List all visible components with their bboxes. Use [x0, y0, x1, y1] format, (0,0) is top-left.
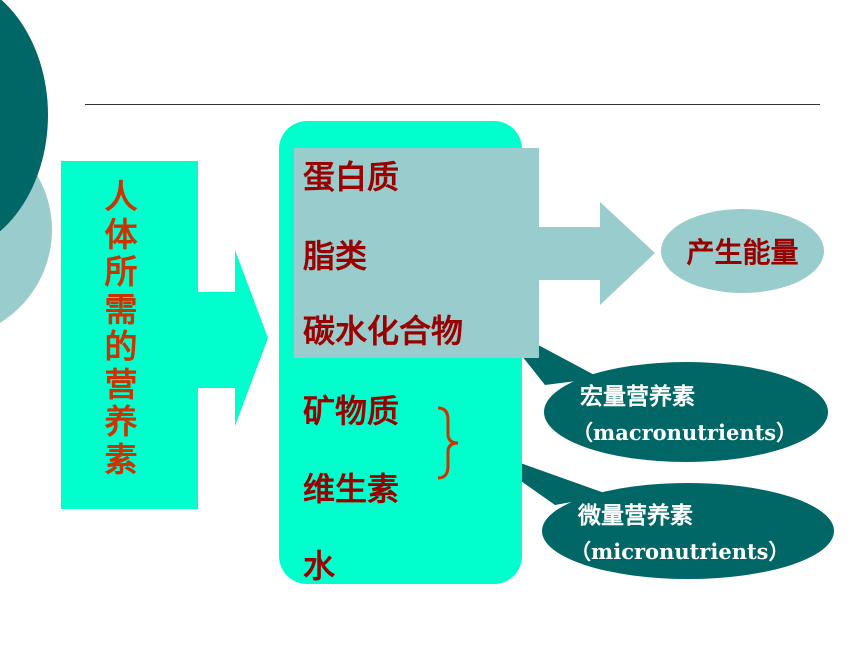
title-char: 人	[104, 177, 138, 216]
energy-nutrient-group	[294, 148, 539, 358]
nutrient-item-lipids: 脂类	[303, 237, 368, 275]
micronutrient-brace	[437, 406, 459, 480]
arrow-to-energy	[538, 202, 655, 305]
title-char: 需	[104, 289, 138, 329]
title-char: 体	[104, 214, 138, 254]
macro-label-cn: 宏量营养素	[580, 384, 695, 410]
title-char: 养	[104, 402, 138, 441]
macro-label-en: （macronutrients）	[572, 420, 798, 445]
title-char: 的	[104, 327, 138, 366]
arrow-to-nutrients	[197, 250, 268, 426]
energy-label: 产生能量	[686, 236, 799, 269]
nutrient-item-water: 水	[303, 547, 336, 585]
nutrient-item-protein: 蛋白质	[303, 158, 400, 196]
top-rule	[85, 104, 820, 105]
diagram-title: 人 体 所 需 的 营 养 素	[61, 178, 181, 478]
title-box	[61, 161, 198, 509]
title-char: 营	[104, 364, 138, 404]
nutrient-item-carbohydrates: 碳水化合物	[303, 312, 464, 350]
micronutrient-callout: 微量营养素 （micronutrients）	[542, 483, 834, 579]
decorative-circle-dark	[0, 0, 48, 232]
micro-label-en: （micronutrients）	[570, 539, 790, 564]
nutrient-item-vitamins: 维生素	[303, 470, 400, 508]
nutrient-item-minerals: 矿物质	[303, 392, 400, 430]
macronutrient-callout: 宏量营养素 （macronutrients）	[544, 362, 828, 462]
title-char: 素	[104, 439, 138, 479]
title-char: 所	[104, 252, 138, 291]
micro-label-cn: 微量营养素	[578, 503, 693, 529]
energy-output-ellipse: 产生能量	[661, 209, 824, 293]
